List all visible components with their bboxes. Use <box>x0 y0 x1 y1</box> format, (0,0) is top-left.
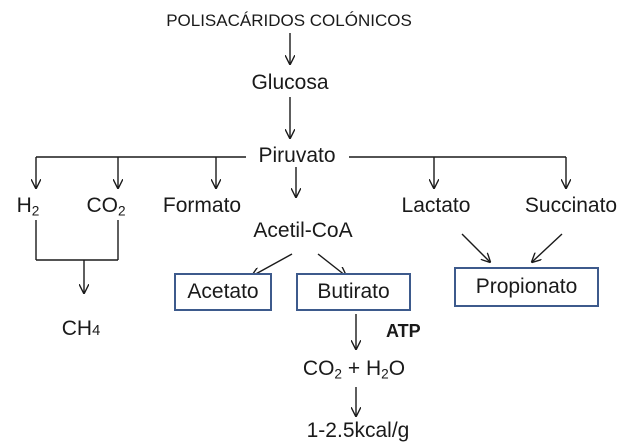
node-polysaccharides: POLISACÁRIDOS COLÓNICOS <box>166 11 412 30</box>
ch4-subscript: 4 <box>92 323 101 339</box>
h2-base: H <box>16 194 32 217</box>
node-co2-h2o: CO2 + H2O <box>302 357 406 382</box>
arrow-acetylcoa-acetate <box>252 253 293 276</box>
node-propionate: Propionato <box>454 267 599 307</box>
node-pyruvate: Piruvato <box>258 144 336 167</box>
node-ch4: CH4 <box>62 318 101 339</box>
node-acetate: Acetato <box>174 273 272 311</box>
node-energy: 1-2.5kcal/g <box>306 419 410 442</box>
co2h2o-o: O <box>388 357 406 380</box>
co2h2o-co: CO <box>302 357 335 380</box>
co2h2o-plus-h: + H <box>342 357 382 380</box>
node-butyrate: Butirato <box>296 273 411 311</box>
arrow-succinate-propionate <box>532 233 563 262</box>
co2h2o-co-subscript: 2 <box>334 366 343 382</box>
arrow-acetylcoa-butyrate <box>317 253 346 276</box>
ch4-base: CH <box>61 317 93 340</box>
node-atp: ATP <box>386 321 421 341</box>
node-succinate: Succinato <box>524 194 618 217</box>
co2-subscript: 2 <box>117 203 126 219</box>
co2h2o-h-subscript: 2 <box>381 366 389 382</box>
node-glucose: Glucosa <box>251 71 329 94</box>
node-h2: H2 <box>16 194 40 219</box>
node-acetyl-coa: Acetil-CoA <box>253 219 353 242</box>
co2-base: CO <box>86 194 118 217</box>
arrow-lactate-propionate <box>461 233 490 262</box>
node-co2: CO2 <box>86 194 126 219</box>
h2-subscript: 2 <box>31 203 40 219</box>
node-lactate: Lactato <box>401 194 471 217</box>
node-formate: Formato <box>162 194 242 217</box>
